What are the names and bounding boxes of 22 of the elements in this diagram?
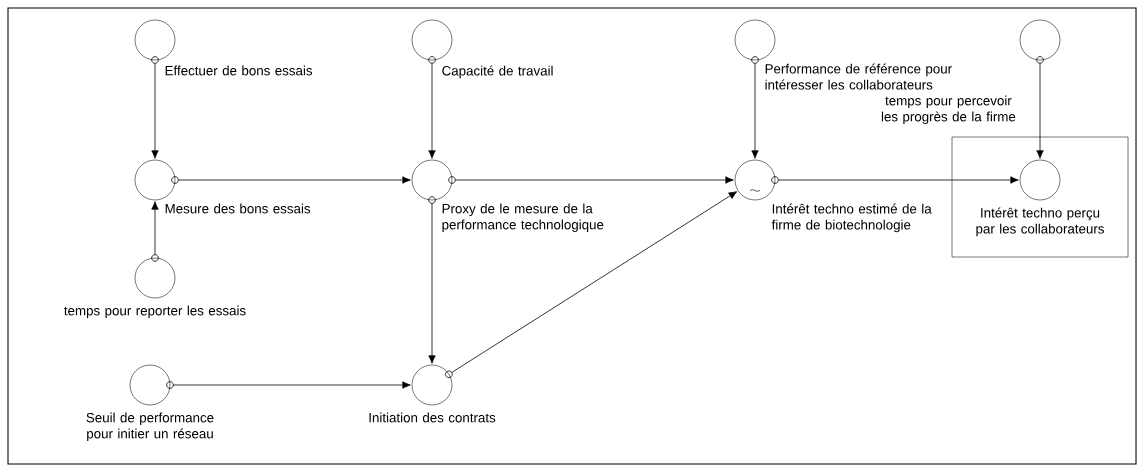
variable-label: Intérêt techno perçu par les collaborateurs: [976, 207, 1104, 237]
arrow: [173, 381, 411, 389]
variable-label: temps pour percevoir les progrès de la firme: [881, 95, 1016, 124]
arrow: [1036, 63, 1044, 159]
group-box: [951, 136, 1129, 258]
arrow: [428, 203, 436, 364]
arrow: [151, 201, 159, 255]
variable-label: temps pour reporter les essais: [64, 305, 246, 319]
variable-label: Intérêt techno estimé de la firme de biotechnologie: [771, 203, 932, 233]
arrow: [151, 63, 159, 159]
variable-label: Proxy de le mesure de la performance technologique: [442, 203, 604, 233]
arrow: [751, 63, 759, 159]
variable-label: Seuil de performance pour initier un réseau: [86, 412, 214, 442]
variable-label: Capacité de travail: [442, 65, 553, 79]
variable-label: Effectuer de bons essais: [165, 65, 313, 76]
variable-label: Initiation des contrats: [369, 412, 496, 423]
arrow: [428, 63, 436, 159]
arrow: [455, 176, 734, 184]
arrow: [178, 176, 411, 184]
arrow: [451, 191, 738, 373]
variable-label: Mesure des bons essais: [165, 203, 311, 214]
arrow: [778, 176, 1019, 184]
